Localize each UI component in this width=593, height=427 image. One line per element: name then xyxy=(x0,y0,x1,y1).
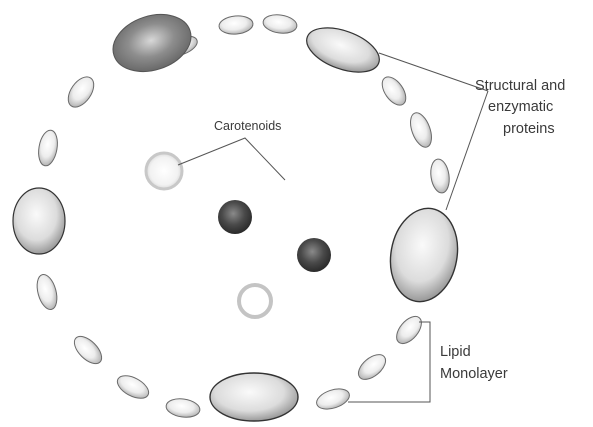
lipid-droplet xyxy=(218,15,253,36)
proteins-label-line2: enzymatic xyxy=(488,99,553,115)
lipid-droplet xyxy=(114,371,152,403)
lipid-droplet xyxy=(392,312,426,348)
carotenoid-ring xyxy=(239,285,271,317)
proteins-label-line3: proteins xyxy=(503,121,555,137)
lipid-droplet xyxy=(34,272,61,311)
proteins-leader-bottom xyxy=(446,91,488,210)
carotenoid-dark xyxy=(297,238,331,272)
carotenoid-group xyxy=(146,153,331,317)
lipid-droplet xyxy=(314,385,352,413)
carotenoids-label: Carotenoids xyxy=(214,119,281,133)
protein-large-dark xyxy=(106,5,199,81)
carotenoid-light xyxy=(146,153,182,189)
lipid-label-line1: Lipid xyxy=(440,344,471,360)
carotenoid-dark xyxy=(218,200,252,234)
lipid-droplet xyxy=(354,350,390,384)
protein-large xyxy=(210,373,298,421)
protein-large xyxy=(301,19,385,81)
protein-large xyxy=(383,203,464,307)
protein-large xyxy=(13,188,65,254)
lipid-label-line2: Monolayer xyxy=(440,366,508,382)
lipid-droplet xyxy=(63,72,99,111)
lipid-droplet xyxy=(70,332,107,369)
lipid-droplet xyxy=(406,110,435,150)
proteins-label-line1: Structural and xyxy=(475,78,565,94)
lipid-droplet xyxy=(262,13,298,36)
lipid-droplet xyxy=(36,129,60,168)
lipid-droplet xyxy=(165,397,201,420)
lipid-droplet xyxy=(429,158,452,194)
lipid-droplet xyxy=(377,73,410,110)
carotenoids-leader xyxy=(178,138,285,180)
